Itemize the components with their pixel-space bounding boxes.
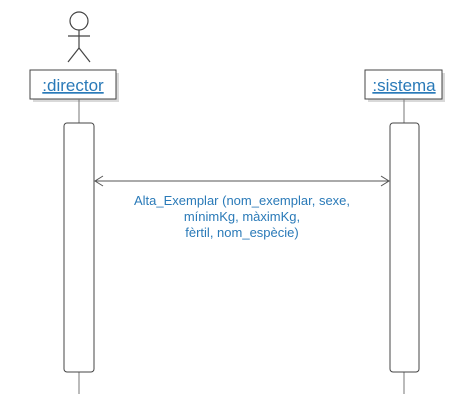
actor-head [69, 11, 89, 31]
director-label: :director [42, 76, 104, 95]
arrowhead-right [380, 175, 390, 187]
sistema-label: :sistema [372, 76, 436, 95]
arrowhead-left [94, 175, 104, 187]
participant-director: :director [29, 69, 119, 102]
participant-sistema: :sistema [364, 69, 445, 102]
message-line-3: fèrtil, nom_espècie) [185, 225, 298, 240]
director-activation-bar [63, 122, 95, 373]
actor-left-leg [67, 47, 80, 63]
director-box [29, 69, 117, 100]
actor-figure [67, 11, 91, 63]
message-arrow [94, 175, 390, 187]
actor-right-leg [78, 47, 91, 63]
message-line-2: mínimKg, màximKg, [184, 209, 300, 224]
sistema-activation-bar [389, 122, 420, 373]
message-line-1: Alta_Exemplar (nom_exemplar, sexe, [134, 193, 350, 208]
